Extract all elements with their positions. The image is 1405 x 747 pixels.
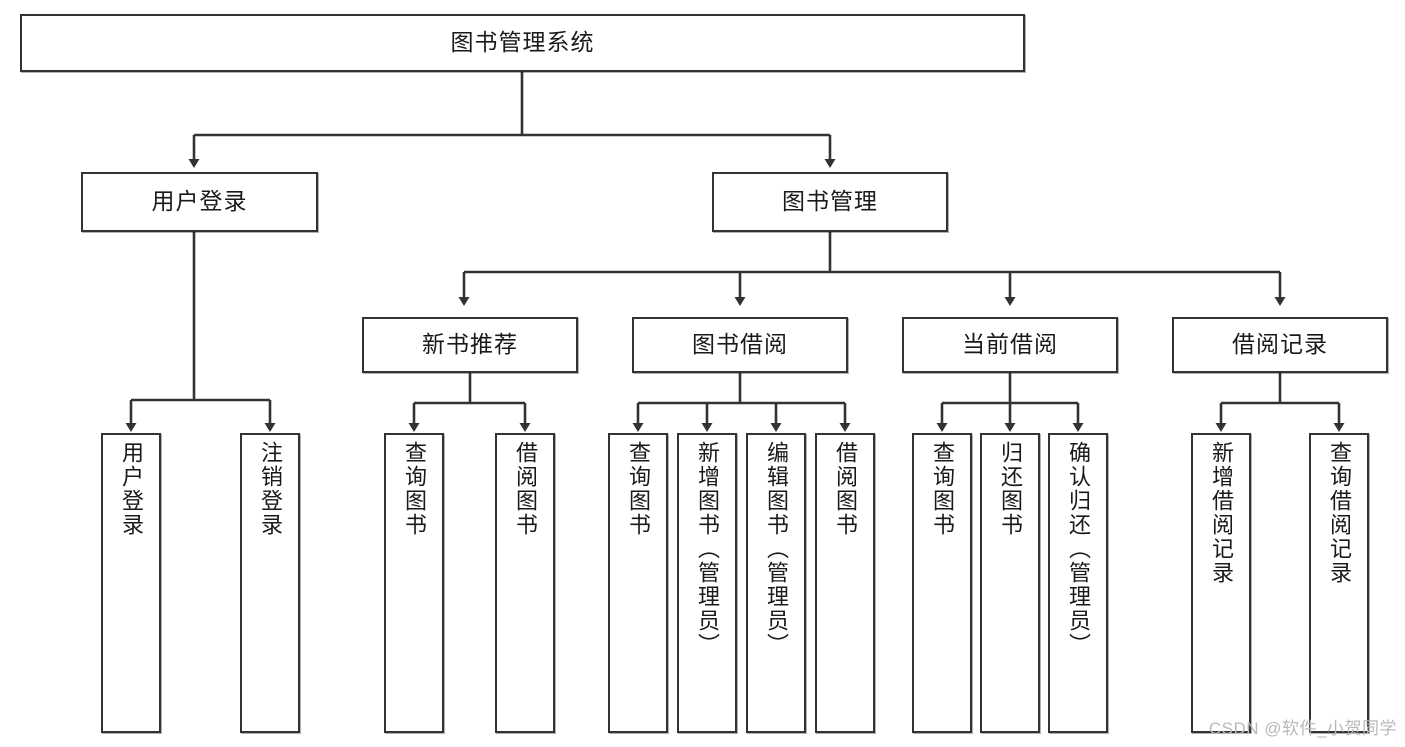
- node-label: 新书推荐: [422, 331, 518, 358]
- leaf-current-borrow-return[interactable]: 归还图书: [980, 433, 1040, 733]
- node-book-borrow[interactable]: 图书借阅: [632, 317, 848, 373]
- node-label: 用户登录: [151, 188, 248, 215]
- node-label: 图书管理系统: [450, 29, 595, 56]
- leaf-book-borrow-add-admin[interactable]: 新增图书（管理员）: [677, 433, 737, 733]
- node-label: 确认归还（管理员）: [1065, 441, 1091, 657]
- node-label: 当前借阅: [962, 331, 1058, 358]
- node-root-book-management-system[interactable]: 图书管理系统: [20, 14, 1025, 72]
- node-label: 借阅记录: [1232, 331, 1328, 358]
- leaf-user-login-logout[interactable]: 注销登录: [240, 433, 300, 733]
- node-label: 借阅图书: [832, 441, 858, 537]
- node-borrow-records[interactable]: 借阅记录: [1172, 317, 1388, 373]
- node-label: 查询图书: [401, 441, 427, 537]
- node-label: 用户登录: [118, 441, 144, 537]
- watermark-text: CSDN @软件_小贺同学: [1208, 719, 1397, 738]
- node-label: 图书借阅: [692, 331, 788, 358]
- node-book-management[interactable]: 图书管理: [712, 172, 948, 232]
- node-label: 注销登录: [257, 441, 283, 537]
- leaf-user-login-login[interactable]: 用户登录: [101, 433, 161, 733]
- leaf-current-borrow-query[interactable]: 查询图书: [912, 433, 972, 733]
- node-label: 归还图书: [997, 441, 1023, 537]
- node-label: 图书管理: [782, 188, 878, 215]
- leaf-borrow-records-add[interactable]: 新增借阅记录: [1191, 433, 1251, 733]
- node-label: 查询借阅记录: [1326, 441, 1352, 585]
- leaf-borrow-records-query[interactable]: 查询借阅记录: [1309, 433, 1369, 733]
- leaf-new-book-query[interactable]: 查询图书: [384, 433, 444, 733]
- node-label: 查询图书: [625, 441, 651, 537]
- leaf-book-borrow-borrow[interactable]: 借阅图书: [815, 433, 875, 733]
- leaf-new-book-borrow[interactable]: 借阅图书: [495, 433, 555, 733]
- node-new-book-recommend[interactable]: 新书推荐: [362, 317, 578, 373]
- node-label: 查询图书: [929, 441, 955, 537]
- node-label: 新增图书（管理员）: [694, 441, 720, 657]
- node-label: 新增借阅记录: [1208, 441, 1234, 585]
- node-label: 编辑图书（管理员）: [763, 441, 789, 657]
- leaf-book-borrow-query[interactable]: 查询图书: [608, 433, 668, 733]
- node-user-login[interactable]: 用户登录: [81, 172, 318, 232]
- node-current-borrow[interactable]: 当前借阅: [902, 317, 1118, 373]
- node-label: 借阅图书: [512, 441, 538, 537]
- leaf-current-borrow-confirm-return-admin[interactable]: 确认归还（管理员）: [1048, 433, 1108, 733]
- leaf-book-borrow-edit-admin[interactable]: 编辑图书（管理员）: [746, 433, 806, 733]
